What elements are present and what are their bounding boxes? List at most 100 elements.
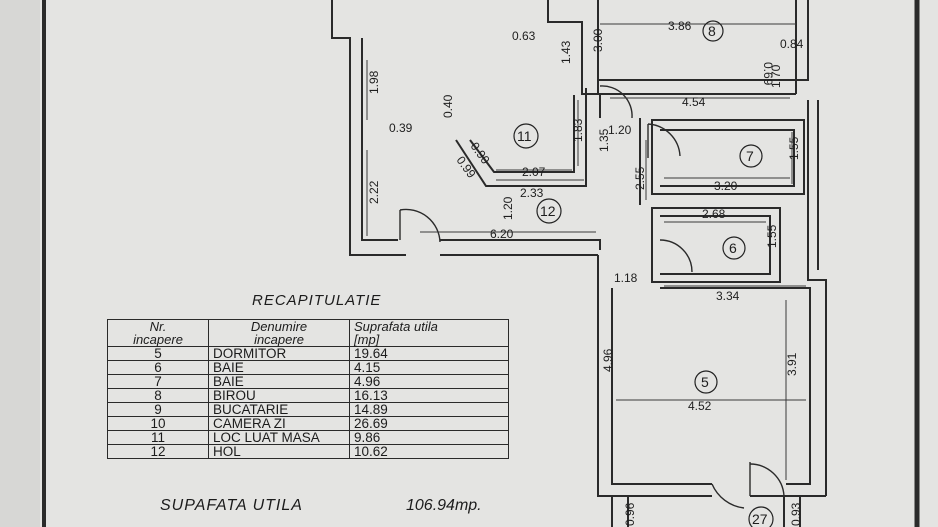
table-row: 6 BAIE 4.15 — [107, 360, 509, 375]
wall-room6 — [651, 207, 781, 283]
wall-room5-top-right — [660, 287, 811, 485]
table-row: 7 BAIE 4.96 — [107, 374, 509, 389]
row-area: 14.89 — [349, 402, 509, 417]
header-name-line1: Denumire — [250, 319, 308, 334]
door-balcony — [711, 483, 745, 509]
wall-left-outer — [331, 0, 406, 256]
room-number-6: 6 — [729, 240, 737, 256]
dim-25: 2.68 — [702, 207, 726, 221]
table-row: 10 CAMERA ZI 26.69 — [107, 416, 509, 431]
wall-room6-inner — [660, 215, 771, 275]
header-area: Suprafata utila [mp] — [349, 319, 509, 347]
dim-1: 0.63 — [512, 29, 536, 43]
dim-5: 0.84 — [780, 37, 804, 51]
table-row: 9 BUCATARIE 14.89 — [107, 402, 509, 417]
header-name: Denumire incapere — [208, 319, 350, 347]
header-nr-line2: incapere — [133, 332, 183, 347]
wall-room5-left-inner — [611, 288, 712, 485]
wall-balcony — [611, 496, 801, 527]
row-name: BAIE — [208, 374, 350, 389]
dim-2: 1.43 — [559, 40, 573, 64]
dimension-labels: 0.63 1.43 3.00 3.86 0.84 0.69 1.70 1.98 … — [367, 19, 804, 526]
door-room6 — [659, 239, 693, 273]
row-nr: 12 — [107, 444, 209, 459]
dim-20: 2.55 — [633, 166, 647, 190]
dim-22: 2.22 — [367, 180, 381, 204]
row-nr: 7 — [107, 374, 209, 389]
recap-header-row: Nr. incapere Denumire incapere Suprafata… — [107, 319, 509, 347]
table-row: 8 BIROU 16.13 — [107, 388, 509, 403]
dim-12: 1.20 — [608, 123, 632, 137]
door-living — [399, 208, 441, 243]
dim-3: 3.00 — [591, 28, 605, 52]
total-area-value: 106.94mp. — [406, 497, 482, 514]
dim-13: 1.83 — [571, 118, 585, 142]
wall-room11-top — [547, 0, 599, 95]
dim-33: 0.93 — [789, 502, 803, 526]
wall-right-exterior — [807, 100, 827, 496]
room-number-8: 8 — [708, 23, 716, 39]
dim-26: 1.55 — [765, 224, 779, 248]
dim-19: 1.55 — [787, 136, 801, 160]
dim-31: 4.52 — [688, 399, 712, 413]
row-nr: 9 — [107, 402, 209, 417]
wall-left-inner — [361, 38, 398, 241]
row-area: 19.64 — [349, 346, 509, 361]
room-number-27: 27 — [752, 511, 768, 527]
dim-9: 0.39 — [389, 121, 413, 135]
header-nr-line1: Nr. — [149, 319, 167, 334]
row-name: HOL — [208, 444, 350, 459]
room-markers: 8 11 7 12 6 5 27 — [513, 20, 774, 527]
dim-27: 1.18 — [614, 271, 638, 285]
recap-title: RECAPITULATIE — [252, 292, 382, 309]
header-area-line1: Suprafata utila — [354, 319, 438, 334]
dim-7: 1.70 — [769, 64, 783, 88]
dim-30: 3.91 — [785, 352, 799, 376]
dim-17: 2.07 — [522, 165, 546, 179]
total-area-label: SUPAFATA UTILA — [160, 497, 303, 514]
dim-28: 3.34 — [716, 289, 740, 303]
header-area-line2: [mp] — [354, 332, 380, 347]
room-number-5: 5 — [701, 374, 709, 390]
dim-32: 0.96 — [623, 502, 637, 526]
row-area: 4.15 — [349, 360, 509, 375]
dim-8: 1.98 — [367, 70, 381, 94]
dim-14: 1.35 — [597, 128, 611, 152]
row-nr: 11 — [107, 430, 209, 445]
table-row: 5 DORMITOR 19.64 — [107, 346, 509, 361]
door-room5 — [749, 463, 785, 497]
dim-11: 4.54 — [682, 95, 706, 109]
row-name: CAMERA ZI — [208, 416, 350, 431]
paper-margin — [0, 0, 40, 527]
door-room7 — [647, 123, 681, 157]
room-number-11: 11 — [517, 128, 532, 144]
wall-room7 — [651, 119, 805, 195]
wall-room7-inner — [660, 129, 795, 187]
row-area: 26.69 — [349, 416, 509, 431]
dim-24: 6.20 — [490, 227, 514, 241]
wall-corridor-top — [440, 239, 601, 250]
row-area: 10.62 — [349, 444, 509, 459]
table-row: 12 HOL 10.62 — [107, 444, 509, 459]
row-area: 16.13 — [349, 388, 509, 403]
row-area: 9.86 — [349, 430, 509, 445]
door-room11 — [599, 85, 633, 119]
walls — [331, 0, 827, 527]
wall-room11-inner — [469, 95, 575, 173]
room-number-12: 12 — [540, 203, 556, 219]
wall-room8-bottom — [598, 0, 809, 81]
recap-table: Nr. incapere Denumire incapere Suprafata… — [107, 319, 509, 459]
row-nr: 5 — [107, 346, 209, 361]
row-name: BAIE — [208, 360, 350, 375]
row-name: BIROU — [208, 388, 350, 403]
room-number-7: 7 — [746, 148, 754, 164]
wall-room11-outer — [455, 88, 587, 187]
row-name: LOC LUAT MASA — [208, 430, 350, 445]
wall-room5-left — [597, 255, 712, 497]
dim-23: 1.20 — [501, 196, 515, 220]
table-row: 11 LOC LUAT MASA 9.86 — [107, 430, 509, 445]
dimension-lines — [366, 23, 806, 480]
dim-29: 4.96 — [601, 348, 615, 372]
row-nr: 8 — [107, 388, 209, 403]
